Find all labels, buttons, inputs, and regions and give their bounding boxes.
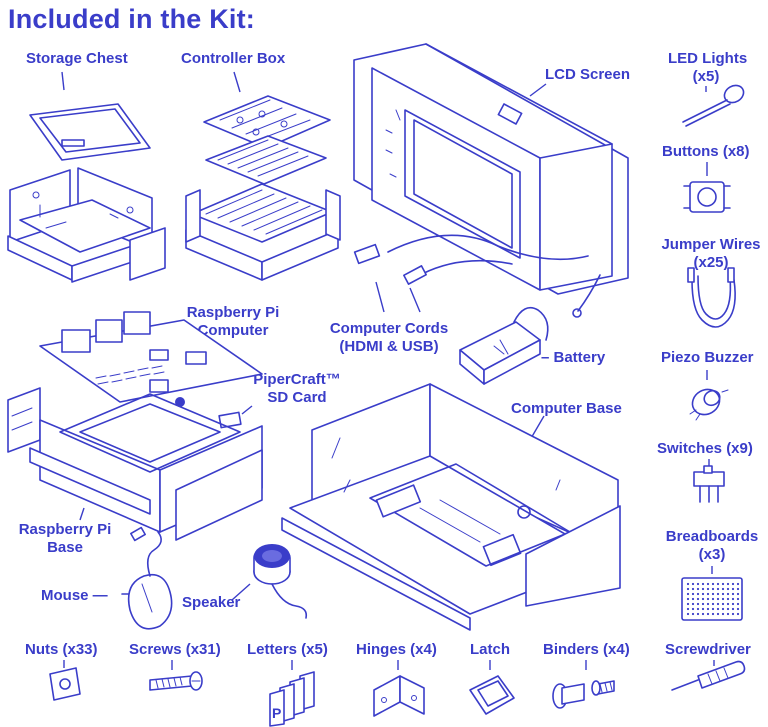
computer-base-drawing	[281, 383, 621, 631]
screwdriver-drawing	[671, 660, 746, 691]
label-switches: Switches (x9)	[657, 440, 753, 457]
battery-drawing	[459, 306, 549, 385]
label-lcd-screen: LCD Screen	[545, 66, 631, 83]
label-raspberry-pi-base-line1: Raspberry Pi	[18, 521, 112, 538]
label-storage-chest: Storage Chest	[26, 50, 128, 67]
label-hinges: Hinges (x4)	[356, 641, 437, 658]
mouse-drawing	[121, 526, 173, 630]
latch-drawing	[469, 660, 515, 715]
controller-box-drawing	[185, 71, 341, 281]
label-jumper-wires-line1: Jumper Wires	[661, 236, 761, 253]
label-raspberry-pi-computer-line1: Raspberry Pi	[186, 304, 280, 321]
label-letters: Letters (x5)	[247, 641, 328, 658]
label-sd-card: PiperCraft™ SD Card	[250, 371, 344, 407]
label-computer-cords: Computer Cords (HDMI & USB)	[326, 320, 452, 356]
label-screws: Screws (x31)	[129, 641, 221, 658]
hinges-drawing	[373, 660, 425, 717]
letter-p-glyph: P	[272, 705, 281, 721]
label-screwdriver: Screwdriver	[665, 641, 751, 658]
switches-drawing	[693, 459, 725, 503]
label-jumper-wires: Jumper Wires (x25)	[656, 236, 766, 272]
label-breadboards-line2: (x3)	[698, 546, 726, 563]
label-led-lights: LED Lights (x5)	[668, 50, 748, 86]
label-battery: – Battery	[541, 349, 606, 366]
led-lights-drawing	[682, 84, 745, 127]
label-jumper-wires-line2: (x25)	[693, 254, 729, 271]
storage-chest-drawing	[7, 71, 166, 283]
raspberry-pi-computer-drawing	[39, 311, 263, 407]
label-sd-card-line1: PiperCraft™	[253, 371, 341, 388]
piezo-buzzer-drawing	[689, 370, 729, 421]
label-controller-box: Controller Box	[181, 50, 286, 67]
label-breadboards: Breadboards (x3)	[659, 528, 765, 564]
page-title: Included in the Kit:	[8, 4, 255, 34]
breadboards-drawing	[681, 566, 743, 621]
jumper-wires-drawing	[687, 267, 736, 328]
screws-drawing	[149, 660, 203, 691]
letters-drawing: P	[269, 660, 315, 727]
lcd-screen-drawing	[353, 43, 629, 318]
label-mouse: Mouse —	[41, 587, 108, 604]
label-raspberry-pi-base-line2: Base	[47, 539, 83, 556]
label-computer-cords-line2: (HDMI & USB)	[339, 338, 439, 355]
label-led-lights-line1: LED Lights	[668, 50, 748, 67]
label-computer-cords-line1: Computer Cords	[329, 320, 449, 337]
label-binders: Binders (x4)	[543, 641, 630, 658]
nuts-drawing	[49, 660, 81, 701]
label-sd-card-line2: SD Card	[267, 389, 327, 406]
label-latch: Latch	[470, 641, 511, 658]
label-speaker: Speaker	[182, 594, 241, 611]
label-breadboards-line1: Breadboards	[665, 528, 759, 545]
sd-card-drawing	[218, 405, 253, 429]
label-raspberry-pi-base: Raspberry Pi Base	[18, 521, 112, 557]
label-raspberry-pi-computer: Raspberry Pi Computer	[183, 304, 283, 340]
label-raspberry-pi-computer-line2: Computer	[197, 322, 269, 339]
binders-drawing	[552, 660, 615, 709]
label-nuts: Nuts (x33)	[25, 641, 98, 658]
label-computer-base: Computer Base	[511, 400, 622, 417]
speaker-drawing	[231, 544, 308, 619]
label-piezo-buzzer: Piezo Buzzer	[661, 349, 754, 366]
label-led-lights-line2: (x5)	[692, 68, 720, 85]
raspberry-pi-base-drawing	[7, 387, 263, 541]
buttons-drawing	[683, 162, 731, 213]
label-buttons: Buttons (x8)	[662, 143, 750, 160]
